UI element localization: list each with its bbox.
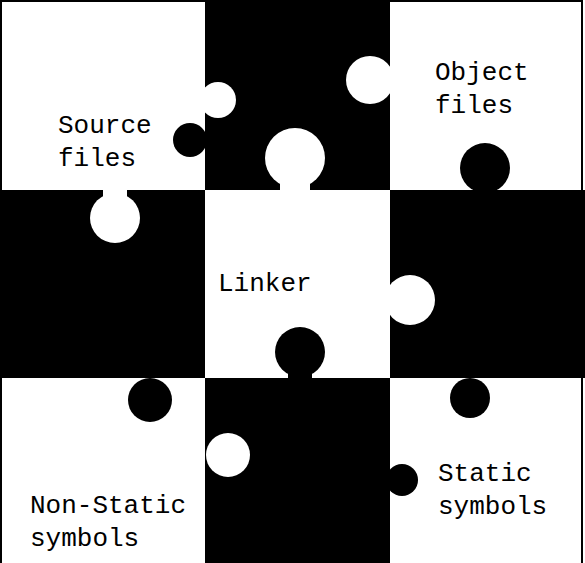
piece-text: Static symbols — [438, 458, 573, 525]
puzzle-piece-label: Static symbols — [438, 458, 573, 525]
piece-text: Linker — [218, 268, 368, 301]
puzzle-tab — [160, 243, 204, 287]
puzzle-piece — [0, 190, 205, 378]
puzzle-tab — [450, 378, 490, 418]
puzzle-piece-label: Linker — [218, 268, 368, 301]
puzzle-tab — [385, 275, 435, 325]
puzzle-tab — [128, 378, 172, 422]
puzzle-tab — [386, 464, 418, 496]
piece-text: Non-Static symbols — [30, 490, 210, 557]
black-tabs — [128, 123, 510, 496]
puzzle-tab — [280, 175, 310, 192]
puzzle-tab — [206, 433, 250, 477]
puzzle-piece-label: Object files — [435, 57, 570, 124]
puzzle-piece-label: Non-Static symbols — [30, 490, 210, 557]
puzzle-tab — [173, 123, 207, 157]
puzzle-piece — [205, 378, 390, 563]
puzzle-tab — [200, 82, 236, 118]
puzzle-tab — [473, 180, 497, 194]
piece-text: Source files — [58, 110, 193, 177]
piece-text: Object files — [435, 57, 570, 124]
puzzle-piece-label: Source files — [58, 110, 193, 177]
puzzle-tab — [346, 56, 394, 104]
puzzle-tab — [103, 188, 127, 202]
puzzle-tab — [460, 143, 510, 193]
puzzle-tab — [288, 365, 312, 380]
